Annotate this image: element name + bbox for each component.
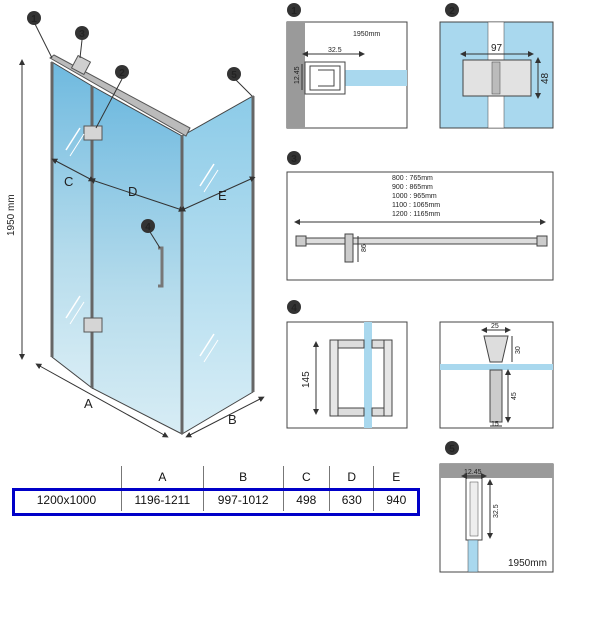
table-row: 1200x1000 1196-1211 997-1012 498 630 940 (12, 488, 418, 511)
detail-4-handle: 4 145 (286, 300, 408, 429)
callout-3: 3 (75, 26, 89, 59)
detail-4-profile: 25 30 45 15 (439, 321, 554, 429)
table-header-cell: D (329, 466, 375, 489)
hinge-bottom (83, 317, 103, 333)
callout-4: 4 (141, 219, 161, 249)
hinge-top (83, 125, 103, 141)
table-cell: 630 (329, 488, 375, 511)
size-table: A B C D E 1200x1000 1196-1211 997-1012 4… (12, 466, 418, 511)
dim-label-e: E (218, 188, 227, 203)
table-header-cell (12, 466, 122, 489)
svg-text:4: 4 (145, 222, 151, 233)
dim-label-b: B (228, 412, 237, 427)
callout-5: 5 (227, 67, 253, 97)
dim-label-d: D (128, 184, 137, 199)
svg-text:3: 3 (291, 154, 297, 165)
enclosure-dimensions (19, 59, 265, 438)
svg-text:2: 2 (119, 68, 125, 79)
svg-text:15: 15 (491, 421, 499, 428)
svg-text:5: 5 (231, 70, 237, 81)
detail-3: 3 800 : 765mm 900 : 865mm 1000 : 965mm 1… (286, 151, 554, 281)
svg-text:86: 86 (361, 244, 368, 252)
detail-1: 1 1950mm 32.5 12.45 (286, 3, 408, 129)
door-panel (91, 85, 183, 435)
svg-text:25: 25 (491, 323, 499, 330)
svg-text:12.45: 12.45 (464, 469, 482, 476)
table-header-cell: B (203, 466, 284, 489)
svg-text:1: 1 (31, 14, 37, 25)
svg-text:45: 45 (511, 392, 518, 400)
svg-text:12.45: 12.45 (294, 66, 301, 84)
table-header-cell: E (373, 466, 418, 489)
shower-enclosure (49, 54, 255, 435)
svg-text:48: 48 (540, 72, 551, 84)
svg-text:4: 4 (291, 303, 297, 314)
detail-2: 2 97 48 (439, 3, 554, 129)
svg-text:2: 2 (449, 6, 455, 17)
table-header-cell: C (283, 466, 331, 489)
table-cell: 940 (386, 493, 407, 507)
svg-text:30: 30 (515, 346, 522, 354)
svg-text:1950mm: 1950mm (353, 31, 380, 38)
table-cell: 1196-1211 (121, 488, 204, 511)
svg-text:1: 1 (291, 6, 297, 17)
stabilizer-bar (49, 54, 191, 137)
detail-5: 5 12.45 32.5 1950mm (439, 441, 554, 573)
svg-text:1950mm: 1950mm (508, 558, 547, 569)
svg-text:32.5: 32.5 (328, 47, 342, 54)
svg-text:900 : 865mm: 900 : 865mm (392, 184, 433, 191)
svg-text:97: 97 (491, 43, 503, 54)
table-cell: 997-1012 (203, 488, 284, 511)
side-panel (181, 95, 254, 435)
svg-text:1100 : 1065mm: 1100 : 1065mm (392, 202, 440, 209)
callout-2: 2 (95, 65, 129, 129)
svg-text:5: 5 (449, 444, 455, 455)
dim-label-height: 1950 mm (6, 194, 17, 236)
left-fixed-panel (51, 61, 93, 390)
table-cell: 498 (283, 488, 331, 511)
svg-text:3: 3 (79, 29, 85, 40)
dim-label-a: A (84, 396, 93, 411)
svg-text:145: 145 (301, 371, 312, 388)
svg-text:800 : 765mm: 800 : 765mm (392, 175, 433, 182)
table-cell: 1200x1000 (12, 488, 122, 511)
svg-text:1000 : 965mm: 1000 : 965mm (392, 193, 437, 200)
table-header-row: A B C D E (12, 466, 418, 489)
callout-1: 1 (27, 11, 53, 59)
table-header-cell: A (121, 466, 204, 489)
svg-text:32.5: 32.5 (493, 504, 500, 518)
dim-label-c: C (64, 174, 73, 189)
svg-text:1200 : 1165mm: 1200 : 1165mm (392, 211, 440, 218)
